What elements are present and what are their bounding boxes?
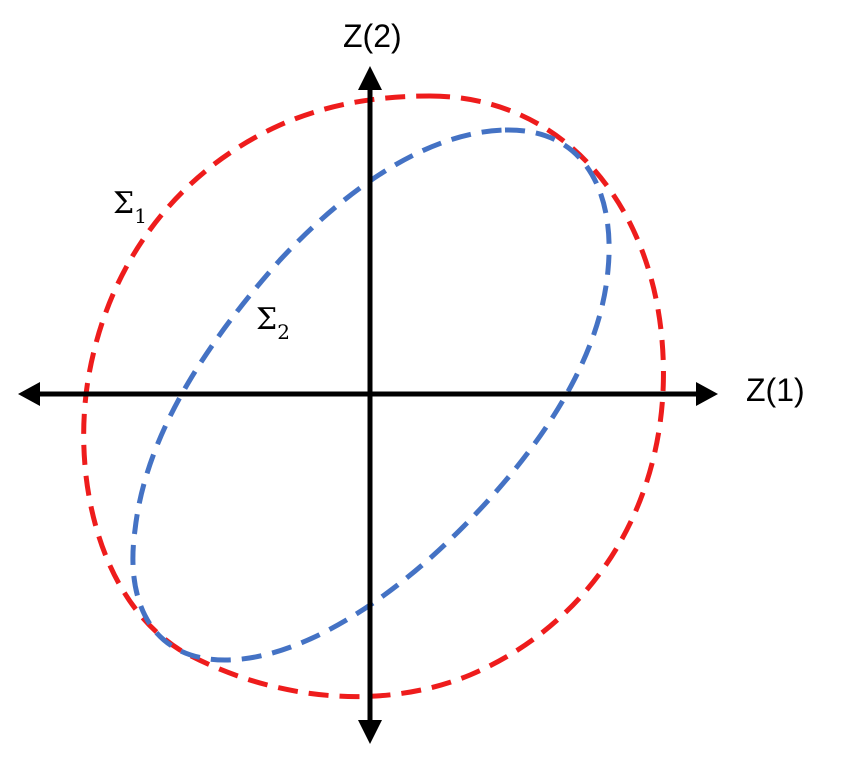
sigma-2-ellipse (130, 127, 612, 663)
sigma-1-symbol: Σ (113, 186, 134, 221)
sigma-2-subscript: 2 (277, 320, 290, 344)
x-axis-label: Z(1) (746, 372, 805, 408)
sigma-2-path (130, 127, 612, 663)
sigma-1-path (81, 93, 666, 700)
sigma-2-label: Σ2 (256, 302, 290, 344)
sigma-2-symbol: Σ (256, 302, 277, 337)
y-axis-bottom-arrow (358, 720, 382, 744)
x-axis-left-arrow (18, 382, 40, 406)
sigma-1-label: Σ1 (113, 186, 147, 228)
sigma-1-subscript: 1 (134, 204, 147, 228)
y-axis: Z(2) (343, 18, 402, 744)
y-axis-label: Z(2) (343, 18, 402, 54)
x-axis: Z(1) (18, 372, 805, 408)
y-axis-top-arrow (358, 66, 382, 90)
sigma-1-ellipse (81, 93, 666, 700)
x-axis-right-arrow (696, 382, 718, 406)
